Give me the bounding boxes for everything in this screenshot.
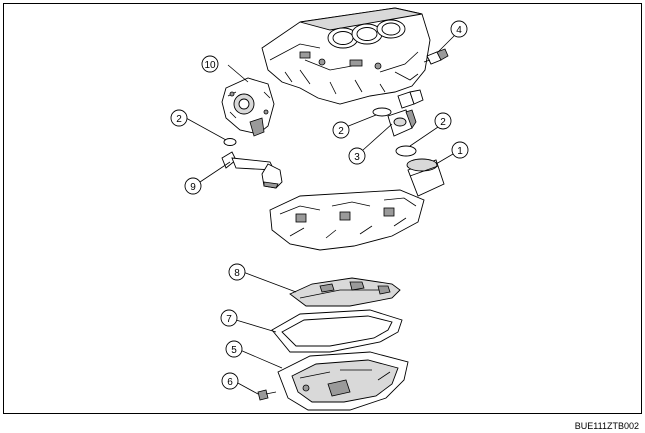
callout-3: 3: [348, 147, 366, 165]
callout-5: 5: [225, 340, 243, 358]
callout-label: 3: [354, 152, 360, 163]
oil-pump: [221, 77, 275, 137]
oil-baffle-plate: [289, 277, 401, 307]
o-ring-oil-cooler: [372, 107, 392, 117]
oil-strainer: [221, 151, 283, 189]
leader-lines: [185, 34, 456, 395]
callout-label: 2: [338, 126, 344, 137]
lower-block: [269, 189, 425, 251]
callout-7: 7: [220, 309, 238, 327]
cylinder-block: [261, 7, 431, 105]
callout-label: 10: [204, 60, 216, 71]
oil-pan: [277, 351, 409, 411]
callout-9: 9: [184, 177, 202, 195]
callout-label: 6: [227, 377, 233, 388]
drain-plug: [257, 389, 277, 401]
callout-label: 5: [231, 345, 237, 356]
callout-label: 2: [176, 114, 182, 125]
callout-2a: 2: [170, 109, 188, 127]
oil-filter: [406, 158, 445, 197]
callout-10: 10: [201, 55, 219, 73]
o-ring-oil-filter: [395, 145, 417, 157]
callout-label: 9: [190, 182, 196, 193]
callout-6: 6: [221, 372, 239, 390]
callout-label: 7: [226, 314, 232, 325]
callout-8: 8: [228, 263, 246, 281]
oil-pan-gasket: [271, 309, 403, 353]
callout-label: 2: [440, 117, 446, 128]
callout-4: 4: [450, 20, 468, 38]
callout-label: 1: [457, 146, 463, 157]
callout-1: 1: [451, 141, 469, 159]
oil-cooler-nipples: [397, 89, 424, 109]
oil-cooler: [387, 109, 417, 137]
callout-label: 8: [234, 268, 240, 279]
o-ring-oil-pump: [223, 138, 237, 146]
callout-label: 4: [456, 25, 462, 36]
oil-pressure-switch: [423, 48, 449, 65]
figure-code: BUE111ZTB002: [574, 421, 639, 431]
callout-2b: 2: [332, 121, 350, 139]
diagram-frame: [3, 3, 642, 414]
callout-2c: 2: [434, 112, 452, 130]
